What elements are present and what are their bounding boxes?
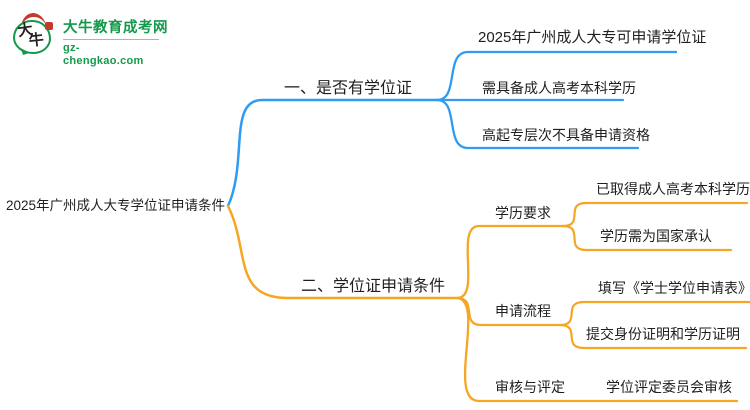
branch2-sub2-leaf-2: 提交身份证明和学历证明 [586, 326, 740, 342]
wire-branch1-to-leaf3 [435, 98, 640, 150]
logo-char-niu: 牛 [28, 32, 45, 50]
logo-site-name: 大牛教育成考网 [63, 20, 168, 36]
wire-sub2-to-leaf1 [558, 300, 750, 327]
branch2-sub1-label: 学历要求 [495, 205, 551, 221]
wire-branch2-to-sub3 [455, 296, 739, 403]
branch2-sub2-label: 申请流程 [495, 303, 551, 319]
branch2-label: 二、学位证申请条件 [300, 278, 445, 295]
daniu-logo-icon: 大 牛 [13, 11, 57, 60]
logo-seal-icon [45, 22, 53, 30]
wire-sub1-to-leaf2 [561, 224, 733, 252]
logo-text: 大牛教育成考网 gz-chengkao.com [63, 14, 168, 68]
branch2-sub3-label: 审核与评定 [495, 379, 565, 395]
branch2-sub3-leaf-1: 学位评定委员会审核 [606, 379, 732, 395]
branch2-sub2-leaf-1: 填写《学士学位申请表》 [598, 280, 750, 296]
wire-sub1-to-leaf1 [561, 201, 749, 228]
branch2-sub1-leaf-2: 学历需为国家承认 [600, 228, 712, 244]
branch1-label: 一、是否有学位证 [283, 80, 412, 97]
branch1-leaf-3: 高起专层次不具备申请资格 [482, 127, 650, 143]
branch2-sub1-leaf-1: 已取得成人高考本科学历 [596, 181, 750, 197]
wire-root-to-branch2 [226, 204, 459, 300]
wire-branch1-to-leaf1 [435, 50, 678, 102]
branch1-leaf-2: 需具备成人高考本科学历 [482, 80, 636, 96]
wire-sub2-to-leaf2 [558, 323, 748, 350]
root-node: 2025年广州成人大专学位证申请条件 [6, 198, 226, 213]
wire-branch2-to-sub1 [455, 224, 565, 300]
site-logo: 大 牛 大牛教育成考网 gz-chengkao.com [13, 11, 168, 68]
logo-site-domain: gz-chengkao.com [63, 38, 159, 68]
branch1-leaf-1: 2025年广州成人大专可申请学位证 [478, 29, 707, 46]
speech-bubble-icon: 大 牛 [13, 20, 51, 54]
wire-root-to-branch1 [226, 98, 439, 208]
